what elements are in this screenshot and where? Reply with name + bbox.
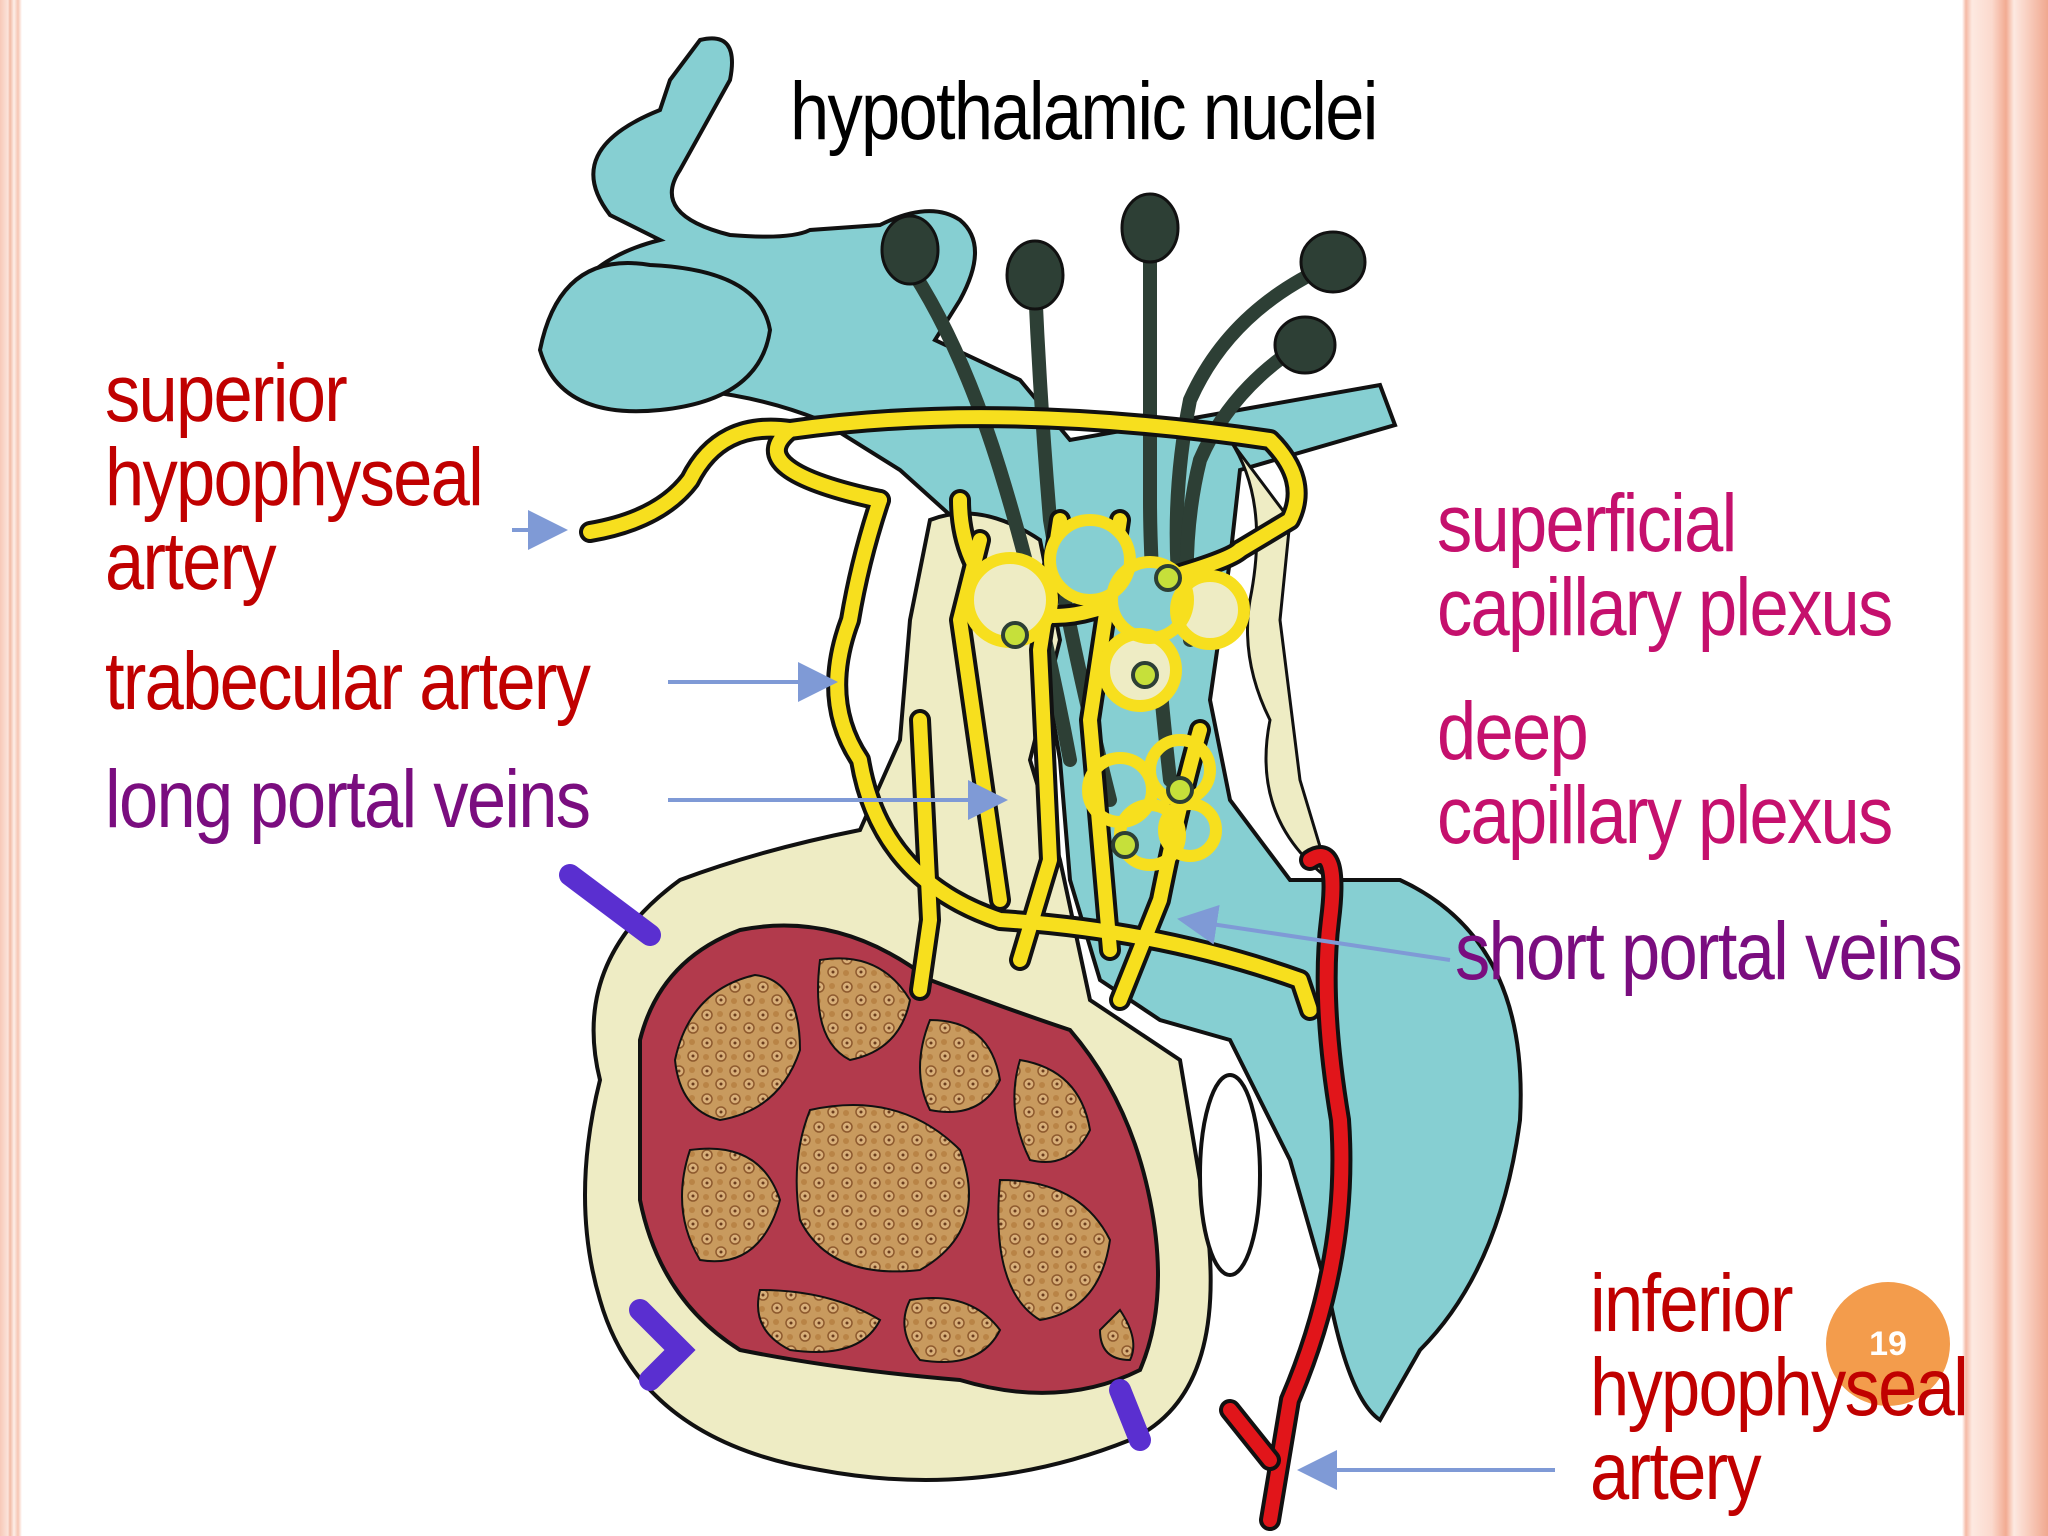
label-superficial-capillary-plexus: superficial capillary plexus <box>1437 478 1893 653</box>
label-short-portal-veins: short portal veins <box>1455 906 1963 997</box>
label-inferior-hypophyseal-artery: inferior hypophyseal artery <box>1590 1258 1969 1517</box>
anterior-lobe <box>638 923 1160 1395</box>
label-superior-hypophyseal-artery: superior hypophyseal artery <box>105 348 484 607</box>
label-trabecular-artery: trabecular artery <box>105 636 591 727</box>
left-decorative-border <box>0 0 22 1536</box>
portal-capillaries-fill <box>583 410 1317 1017</box>
efferent-veins <box>559 864 1151 1451</box>
label-deep-capillary-plexus: deep capillary plexus <box>1437 686 1893 861</box>
pointer-arrows <box>512 510 1555 1490</box>
neurohypophysis <box>537 36 1523 1423</box>
label-long-portal-veins: long portal veins <box>105 754 591 845</box>
page-number-badge: 19 <box>1826 1282 1950 1406</box>
diagram-title: hypothalamic nuclei <box>790 66 1378 157</box>
arrow-short-portal <box>1177 905 1451 962</box>
inferior-hypophyseal-artery-vessel <box>1219 845 1353 1531</box>
neuron-cell-bodies <box>880 192 1367 375</box>
axon-terminals <box>1001 564 1194 859</box>
right-decorative-border <box>1962 0 2048 1536</box>
